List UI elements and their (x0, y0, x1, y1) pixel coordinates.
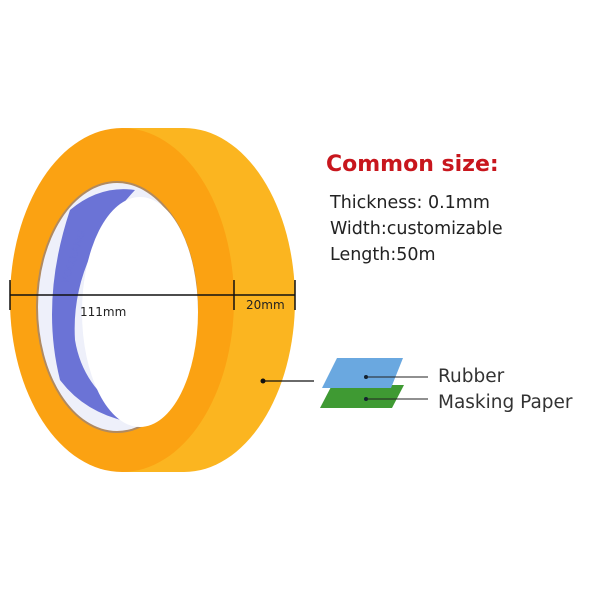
width-label: 20mm (246, 298, 285, 312)
core-blue-band (52, 189, 150, 425)
diameter-label: 111mm (80, 305, 127, 319)
paper-layer (320, 385, 404, 408)
spec-width: Width:customizable (330, 219, 503, 239)
heading: Common size: (326, 152, 499, 177)
hole (82, 197, 198, 427)
layer-label-rubber: Rubber (438, 366, 505, 387)
spec-thickness: Thickness: 0.1mm (330, 193, 490, 213)
layer-label-paper: Masking Paper (438, 392, 573, 413)
rubber-layer (322, 358, 403, 388)
spec-length: Length:50m (330, 245, 436, 265)
